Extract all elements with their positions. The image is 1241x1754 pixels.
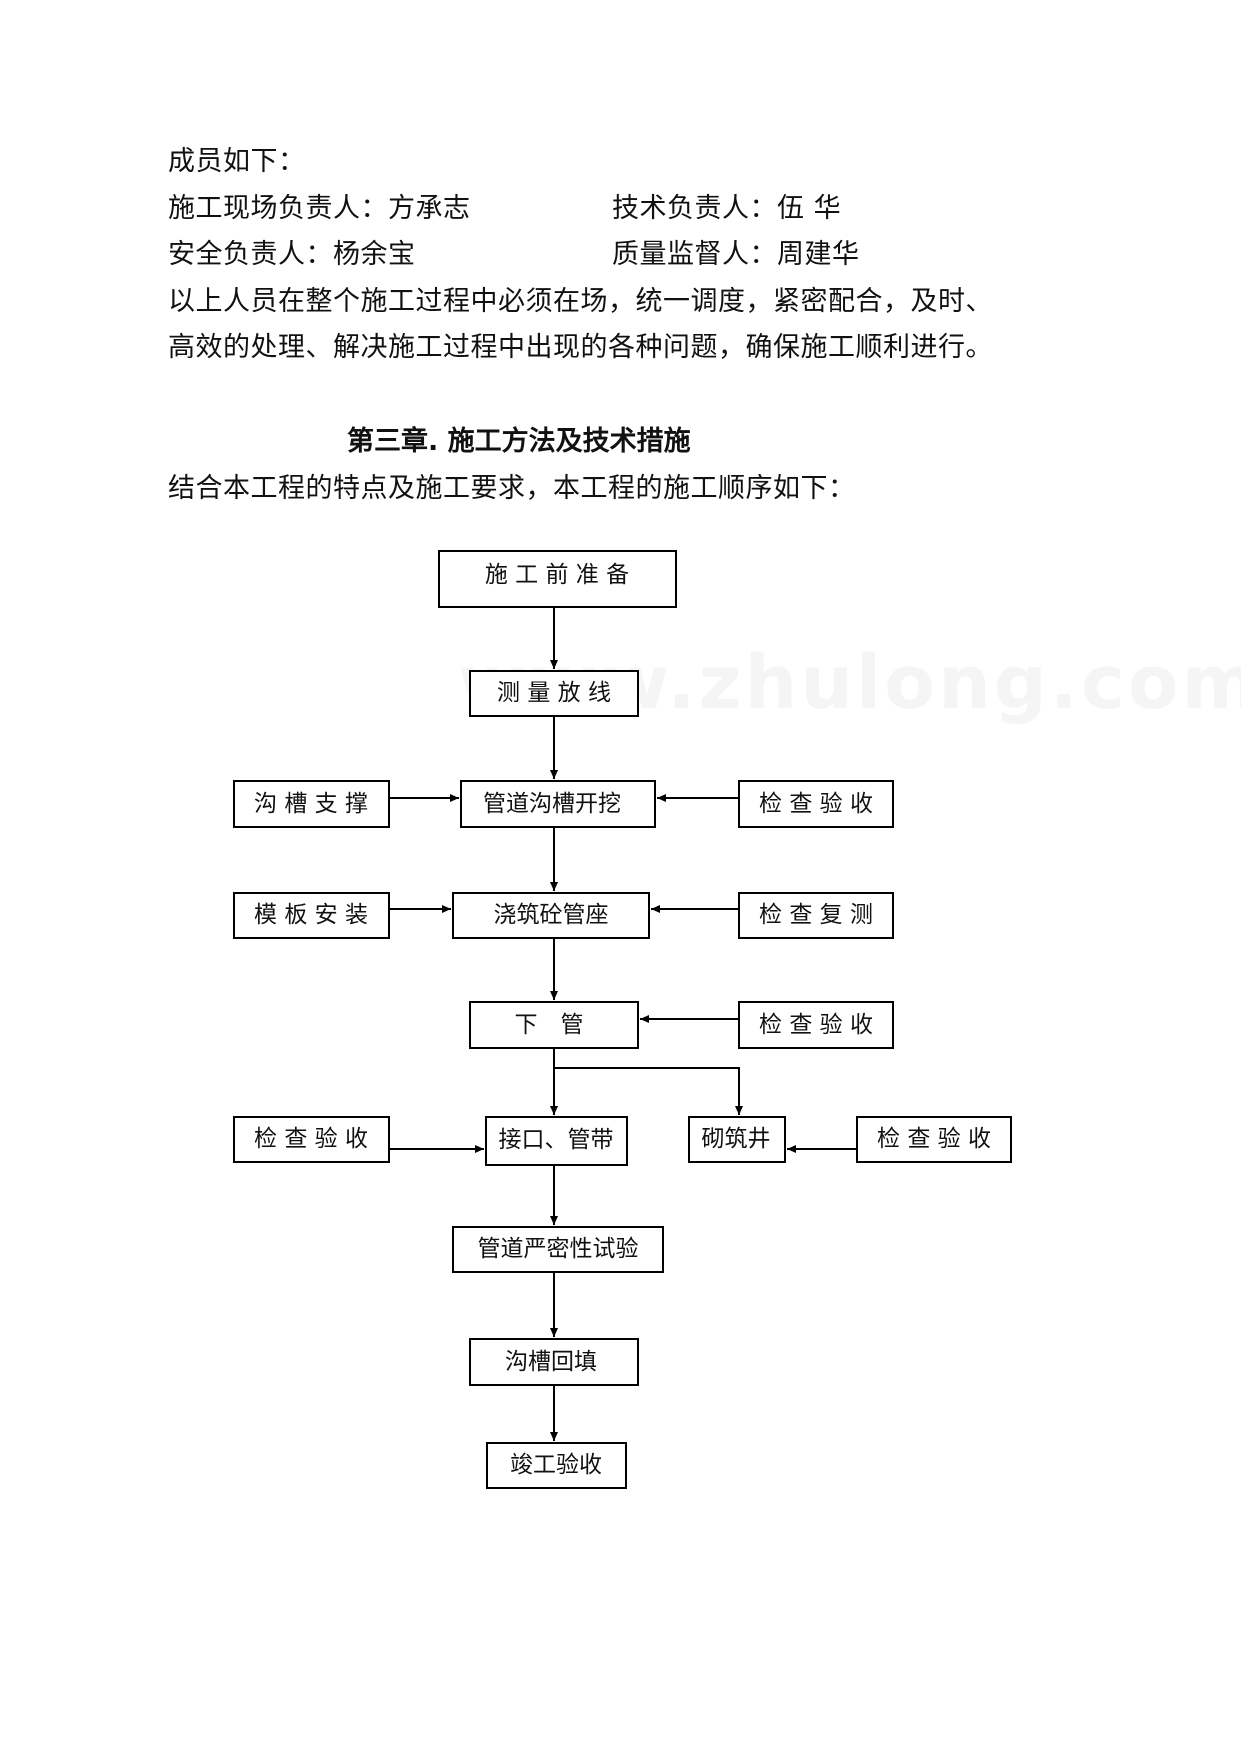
svg-text:测 量 放 线: 测 量 放 线: [497, 680, 611, 706]
svg-text:管道沟槽开挖: 管道沟槽开挖: [483, 791, 621, 817]
svg-text:沟槽回填: 沟槽回填: [505, 1349, 597, 1375]
svg-text:检 查 复 测: 检 查 复 测: [759, 902, 873, 928]
flow-box-pour-base: 浇筑砼管座: [452, 892, 650, 939]
arrow-lower-to-well: [554, 1067, 743, 1115]
svg-text:管道严密性试验: 管道严密性试验: [478, 1236, 639, 1262]
svg-text:检 查 验 收: 检 查 验 收: [254, 1126, 368, 1152]
paragraph-line-1: 以上人员在整个施工过程中必须在场，统一调度，紧密配合，及时、: [168, 286, 993, 317]
side-box-trench-support: 沟 槽 支 撑: [233, 780, 390, 828]
svg-text:砌筑井: 砌筑井: [702, 1126, 771, 1152]
flow-box-tightness-test: 管道严密性试验: [452, 1226, 664, 1273]
svg-text:浇筑砼管座: 浇筑砼管座: [494, 902, 609, 928]
side-box-inspect-accept-3: 检 查 验 收: [233, 1116, 390, 1163]
svg-text:模 板 安 装: 模 板 安 装: [254, 902, 368, 928]
safety-manager: 安全负责人：杨余宝: [168, 239, 416, 270]
flow-box-prep: 施 工 前 准 备: [438, 550, 677, 608]
svg-text:竣工验收: 竣工验收: [510, 1452, 602, 1478]
tech-manager: 技术负责人：伍 华: [612, 193, 842, 224]
flow-box-completion: 竣工验收: [486, 1442, 627, 1489]
flow-box-trench-excavation: 管道沟槽开挖: [460, 780, 656, 828]
flow-box-joint-band: 接口、管带: [485, 1116, 628, 1166]
side-box-inspect-accept-2: 检 查 验 收: [738, 1001, 894, 1049]
members-intro: 成员如下：: [168, 146, 306, 177]
svg-text:下 管: 下 管: [515, 1012, 584, 1038]
flow-intro: 结合本工程的特点及施工要求，本工程的施工顺序如下：: [168, 473, 856, 504]
side-box-formwork: 模 板 安 装: [233, 892, 390, 939]
side-box-inspect-accept-4: 检 查 验 收: [856, 1116, 1012, 1163]
quality-supervisor: 质量监督人：周建华: [612, 239, 860, 270]
flow-box-masonry-well: 砌筑井: [688, 1116, 786, 1163]
chapter-title: 第三章. 施工方法及技术措施: [347, 426, 691, 457]
side-box-inspect-accept-1: 检 查 验 收: [738, 780, 894, 828]
site-manager: 施工现场负责人：方承志: [168, 193, 471, 224]
side-box-inspect-resurvey: 检 查 复 测: [738, 892, 894, 939]
svg-text:检 查 验 收: 检 查 验 收: [759, 1012, 873, 1038]
flow-box-lower-pipe: 下 管: [469, 1001, 639, 1049]
paragraph-line-2: 高效的处理、解决施工过程中出现的各种问题，确保施工顺利进行。: [168, 332, 993, 363]
svg-text:接口、管带: 接口、管带: [499, 1127, 614, 1153]
svg-text:检 查 验 收: 检 查 验 收: [877, 1126, 991, 1152]
svg-text:检 查 验 收: 检 查 验 收: [759, 791, 873, 817]
flow-box-survey: 测 量 放 线: [469, 670, 639, 717]
flow-box-backfill: 沟槽回填: [469, 1338, 639, 1386]
svg-text:施 工 前 准 备: 施 工 前 准 备: [485, 562, 629, 588]
svg-text:沟 槽 支 撑: 沟 槽 支 撑: [254, 791, 368, 817]
